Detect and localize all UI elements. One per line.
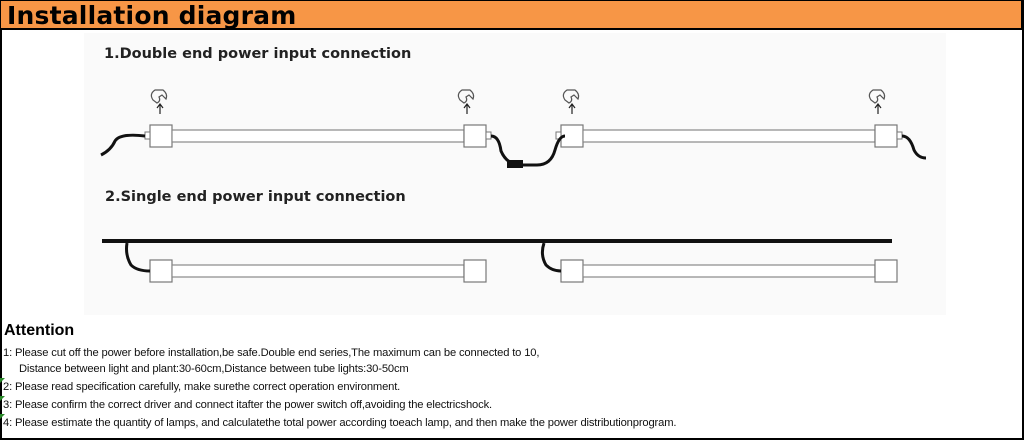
mounting-clip-icon: [868, 89, 886, 115]
note-1: 1: Please cut off the power before insta…: [3, 347, 540, 359]
diagram-drawing: [100, 89, 927, 283]
section-2-title: 2.Single end power input connection: [105, 189, 406, 205]
single-end-tube-2: [540, 242, 898, 283]
page-title: Installation diagram: [7, 1, 297, 30]
header-bar: Installation diagram: [0, 0, 1022, 30]
cell-comment-marker: [0, 396, 5, 401]
cell-comment-marker: [0, 414, 5, 419]
section-1-title: 1.Double end power input connection: [104, 46, 412, 62]
link-cable: [490, 134, 566, 167]
double-end-tube-2: [555, 89, 903, 148]
power-rail: [102, 239, 892, 243]
output-cable: [901, 134, 927, 160]
attention-heading: Attention: [4, 322, 75, 339]
double-end-tube-1: [144, 89, 492, 148]
cable-connector: [507, 160, 523, 168]
note-1-continued: Distance between light and plant:30-60cm…: [19, 363, 409, 375]
note-3: 3: Please confirm the correct driver and…: [3, 399, 492, 411]
mounting-clip-icon: [562, 89, 580, 115]
note-4: 4: Please estimate the quantity of lamps…: [3, 417, 677, 429]
cell-comment-marker: [0, 378, 5, 383]
note-2: 2: Please read specification carefully, …: [3, 381, 401, 393]
input-cable: [100, 133, 146, 157]
single-end-tube-1: [125, 242, 487, 283]
installation-diagram: 1.Double end power input connection 2.Si…: [84, 33, 946, 315]
mounting-clip-icon: [457, 89, 475, 115]
mounting-clip-icon: [150, 89, 168, 115]
